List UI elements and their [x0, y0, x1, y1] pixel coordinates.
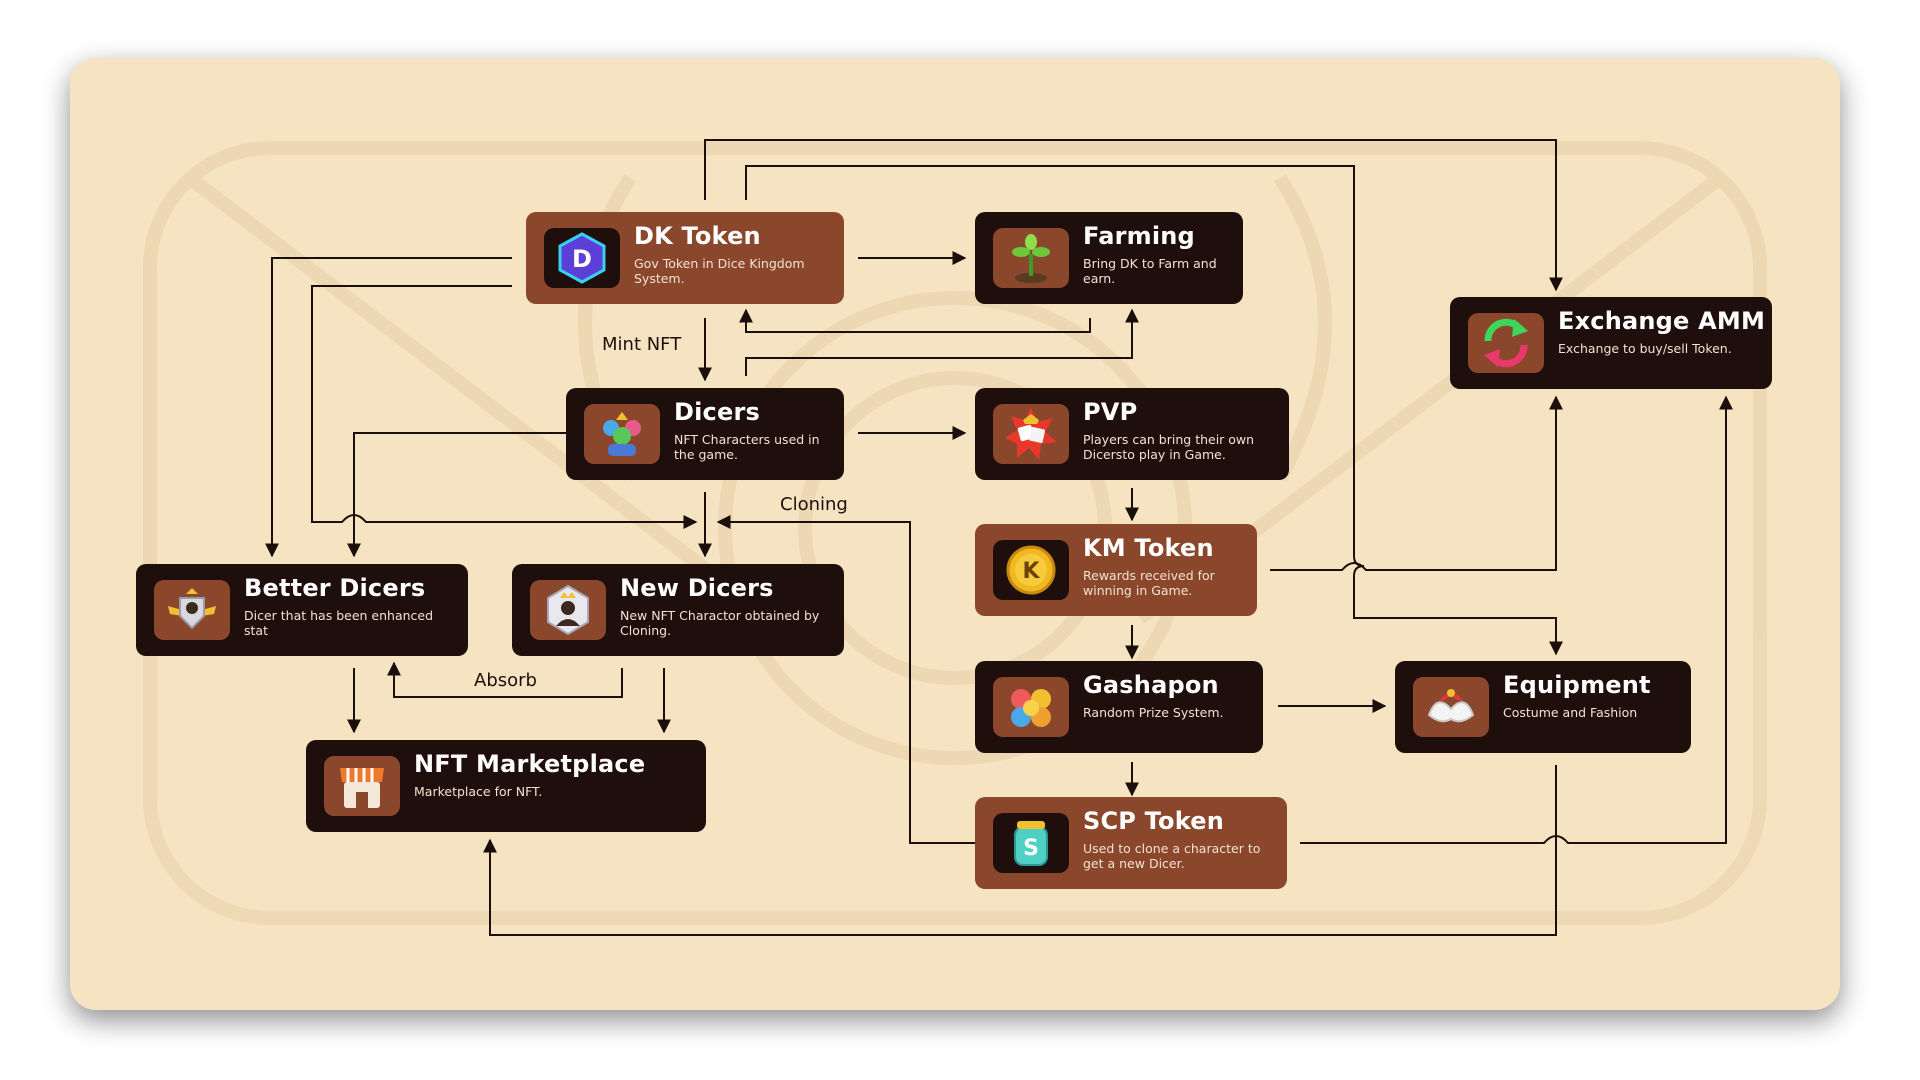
node-description: Bring DK to Farm and earn.	[1083, 256, 1217, 286]
node-description: Costume and Fashion	[1503, 705, 1638, 720]
node-description: Marketplace for NFT.	[414, 784, 543, 799]
svg-text:D: D	[572, 245, 592, 273]
node-title: SCP Token	[1083, 807, 1224, 835]
crowned-avatar-icon	[530, 580, 606, 640]
node-title: New Dicers	[620, 574, 774, 602]
node-title: DK Token	[634, 222, 761, 250]
node-description: Gov Token in Dice Kingdom System.	[634, 256, 805, 286]
node-better-dicers[interactable]: Better Dicers Dicer that has been enhanc…	[136, 564, 468, 656]
node-new-dicers[interactable]: New Dicers New NFT Charactor obtained by…	[512, 564, 844, 656]
node-title: Better Dicers	[244, 574, 426, 602]
node-equipment[interactable]: Equipment Costume and Fashion	[1395, 661, 1691, 753]
node-dicers[interactable]: Dicers NFT Characters used in the game.	[566, 388, 844, 480]
edge-label-absorb: Absorb	[474, 670, 537, 691]
node-farming[interactable]: Farming Bring DK to Farm and earn.	[975, 212, 1243, 304]
node-dk-token[interactable]: D DK Token Gov Token in Dice Kingdom Sys…	[526, 212, 844, 304]
pvp-dice-icon	[993, 404, 1069, 464]
node-description: Exchange to buy/sell Token.	[1558, 341, 1732, 356]
characters-icon	[584, 404, 660, 464]
node-description: Used to clone a character to get a new D…	[1083, 841, 1261, 871]
node-description: New NFT Charactor obtained by Cloning.	[620, 608, 820, 638]
node-description: Dicer that has been enhanced stat	[244, 608, 434, 638]
node-description: Random Prize System.	[1083, 705, 1224, 720]
node-exchange-amm[interactable]: Exchange AMM Exchange to buy/sell Token.	[1450, 297, 1772, 389]
diagram-panel	[70, 58, 1840, 1010]
capsules-icon	[993, 677, 1069, 737]
costume-icon	[1413, 677, 1489, 737]
edge-label-mint-nft: Mint NFT	[602, 334, 682, 355]
k-coin-icon: K	[993, 540, 1069, 600]
node-description: Players can bring their own Dicersto pla…	[1083, 432, 1255, 462]
svg-text:S: S	[1023, 836, 1039, 861]
node-title: Exchange AMM	[1558, 307, 1766, 335]
node-title: Equipment	[1503, 671, 1651, 699]
winged-badge-icon	[154, 580, 230, 640]
node-title: KM Token	[1083, 534, 1214, 562]
node-title: Gashapon	[1083, 671, 1219, 699]
node-description: Rewards received for winning in Game.	[1083, 568, 1215, 598]
sprout-icon	[993, 228, 1069, 288]
node-title: NFT Marketplace	[414, 750, 646, 778]
d-gem-icon: D	[544, 228, 620, 288]
node-title: Dicers	[674, 398, 760, 426]
svg-text:K: K	[1022, 559, 1040, 584]
node-km-token[interactable]: K KM Token Rewards received for winning …	[975, 524, 1257, 616]
node-title: PVP	[1083, 398, 1138, 426]
scp-jar-icon: S	[993, 813, 1069, 873]
storefront-icon	[324, 756, 400, 816]
edge-label-cloning: Cloning	[780, 494, 848, 515]
node-description: NFT Characters used in the game.	[674, 432, 820, 462]
node-pvp[interactable]: PVP Players can bring their own Dicersto…	[975, 388, 1289, 480]
swap-arrows-icon	[1468, 313, 1544, 373]
node-title: Farming	[1083, 222, 1195, 250]
node-gashapon[interactable]: Gashapon Random Prize System.	[975, 661, 1263, 753]
node-nft-marketplace[interactable]: NFT Marketplace Marketplace for NFT.	[306, 740, 706, 832]
node-scp-token[interactable]: S SCP Token Used to clone a character to…	[975, 797, 1287, 889]
